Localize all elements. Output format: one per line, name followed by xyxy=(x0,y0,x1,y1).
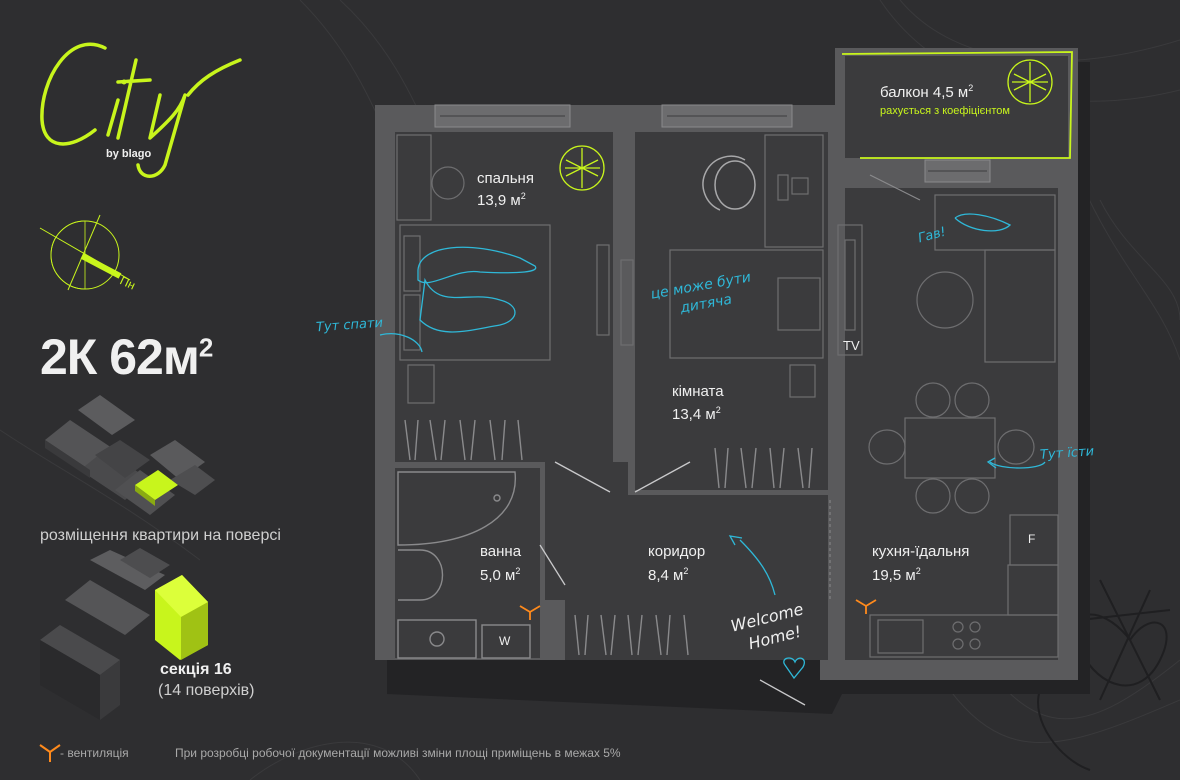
compass-icon xyxy=(39,214,131,291)
corridor-area: 8,4 м2 xyxy=(648,566,689,584)
kitchen-area: 19,5 м2 xyxy=(872,566,921,584)
fridge-label: F xyxy=(1028,532,1036,546)
bath-floor xyxy=(395,468,540,658)
kitchen-floor xyxy=(845,188,1058,660)
bath-area: 5,0 м2 xyxy=(480,566,521,584)
bath-name: ванна xyxy=(480,543,522,560)
section-floors: (14 поверхів) xyxy=(158,682,255,699)
bedroom-area: 13,9 м2 xyxy=(477,191,526,209)
vent-legend-icon xyxy=(39,744,61,762)
bath-fixtures xyxy=(397,471,531,659)
floor-position-map xyxy=(45,395,215,515)
disclaimer: При розробці робочої документації можлив… xyxy=(175,746,621,760)
kitchen-furniture xyxy=(837,194,1059,658)
apartment-type-area: 2К 62м2 xyxy=(40,329,213,385)
brand-sub: by blago xyxy=(106,148,152,160)
section-building xyxy=(40,548,208,720)
wardrobe-room xyxy=(714,447,813,489)
room-furniture xyxy=(620,134,824,398)
wardrobe-corridor xyxy=(574,614,689,656)
room-floor xyxy=(635,132,828,490)
kitchen-name: кухня-їдальня xyxy=(872,543,970,560)
vent-icon xyxy=(519,599,877,620)
washer-label: W xyxy=(499,634,511,648)
bedroom-name: спальня xyxy=(477,170,534,187)
vent-legend-label: - вентиляція xyxy=(60,746,129,760)
wardrobe-bedroom xyxy=(404,419,523,461)
tree-sketch xyxy=(1037,579,1171,771)
floor-plan-caption: розміщення квартири на поверсі xyxy=(40,527,281,544)
bedroom-furniture xyxy=(396,134,610,404)
corridor-floor xyxy=(545,462,828,660)
corridor-name: коридор xyxy=(648,543,706,560)
balcony-door xyxy=(869,174,921,201)
doodles xyxy=(379,213,1046,680)
plant-icon xyxy=(559,59,1053,191)
tv-label: TV xyxy=(843,338,860,353)
balcony-name: балкон 4,5 м2 xyxy=(880,83,974,101)
balcony-note: рахується з коефіцієнтом xyxy=(880,105,1010,117)
room-area: 13,4 м2 xyxy=(672,405,721,423)
room-name: кімната xyxy=(672,383,724,400)
section-title: секція 16 xyxy=(160,661,232,678)
